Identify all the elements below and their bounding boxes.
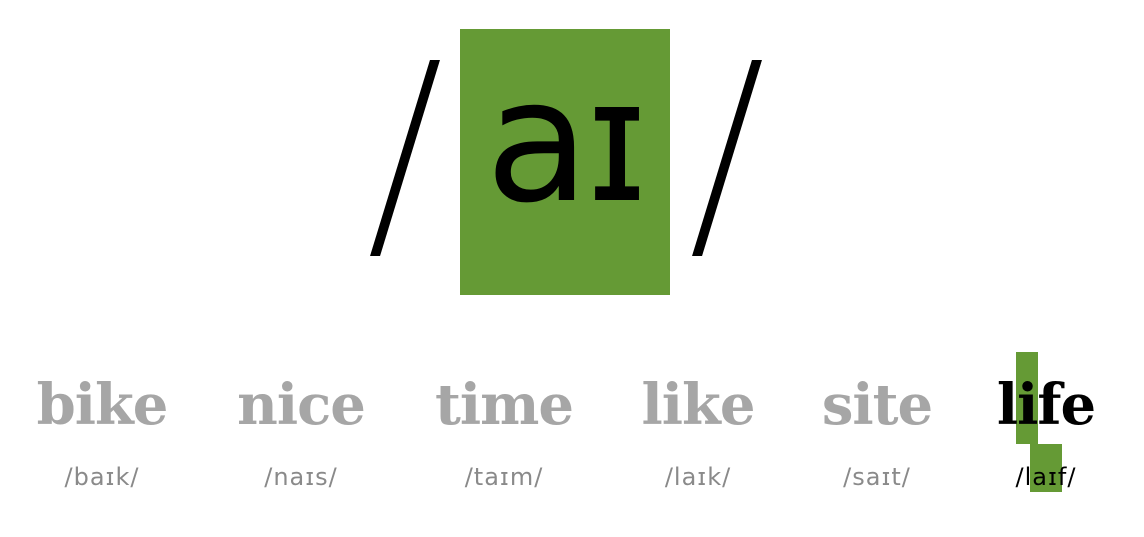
example-word: bike (36, 372, 169, 438)
example-ipa: /saɪt/ (843, 463, 911, 491)
example-ipa: /laɪf/ (1015, 463, 1077, 491)
example-ipa: /naɪs/ (264, 463, 338, 491)
active-word-highlight (1016, 352, 1038, 444)
example-nice[interactable]: nice /naɪs/ (211, 340, 391, 494)
phoneme-display: aɪ (370, 29, 762, 295)
example-bike[interactable]: bike /baɪk/ (12, 340, 192, 494)
example-word: nice (237, 372, 366, 438)
phoneme-symbol: aɪ (485, 43, 648, 241)
example-site[interactable]: site /saɪt/ (787, 340, 967, 494)
example-word: like (641, 372, 756, 438)
example-ipa: /laɪk/ (664, 463, 732, 491)
example-word: life (996, 372, 1096, 438)
example-words: bike /baɪk/ nice /naɪs/ time /taɪm/ like… (0, 340, 1144, 520)
left-slash (370, 60, 440, 256)
right-slash (692, 60, 762, 256)
example-word: time (434, 372, 574, 438)
example-time[interactable]: time /taɪm/ (414, 340, 594, 494)
phoneme-highlight (460, 29, 670, 295)
example-like[interactable]: like /laɪk/ (608, 340, 788, 494)
active-ipa-highlight (1030, 444, 1062, 492)
example-ipa: /baɪk/ (64, 463, 140, 491)
example-word: site (821, 372, 933, 438)
example-ipa: /taɪm/ (464, 463, 544, 491)
example-life[interactable]: life /laɪf/ (956, 340, 1136, 494)
